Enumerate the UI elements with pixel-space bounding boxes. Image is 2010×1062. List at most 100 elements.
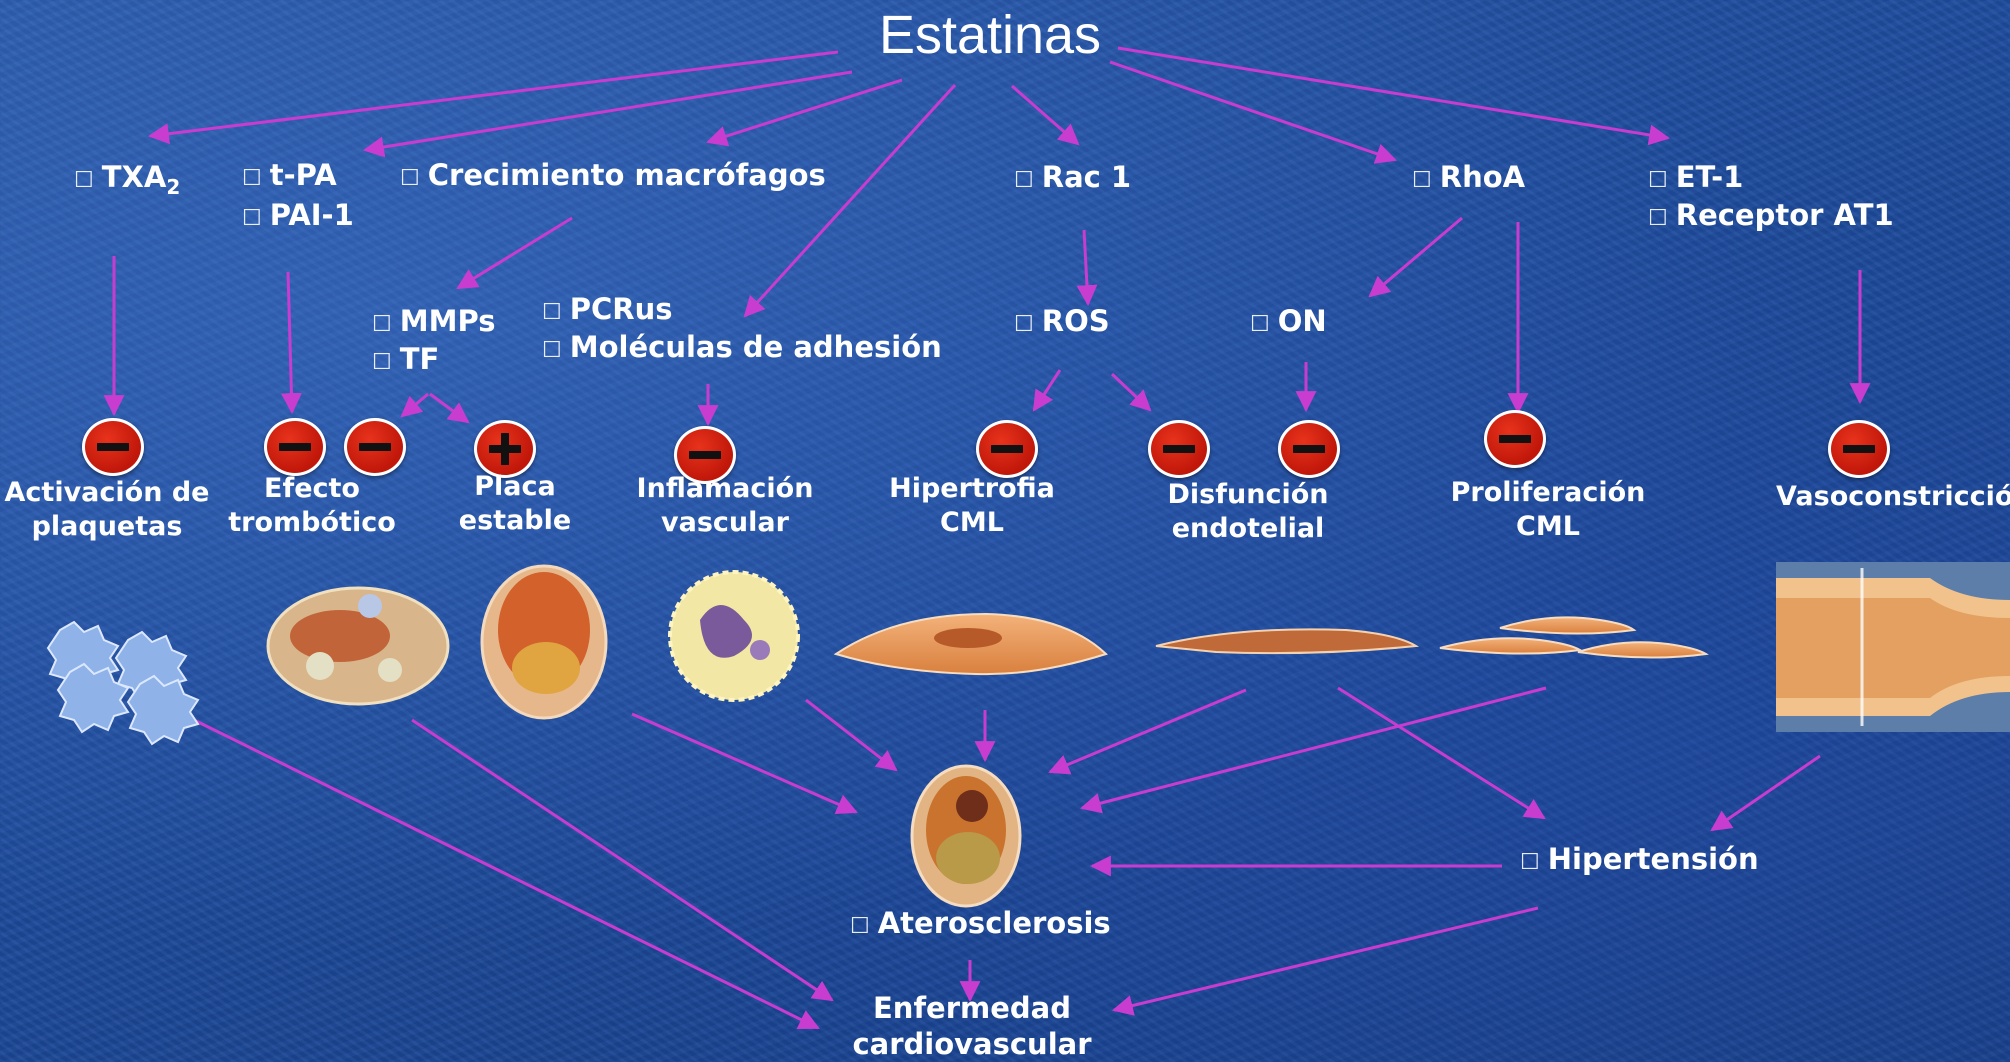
target-adhesion-label: Moléculas de adhesión (570, 330, 942, 364)
platelets-illustration (48, 622, 198, 744)
inhibit-sign (1278, 420, 1340, 478)
arrow (1034, 370, 1060, 410)
arrow (430, 394, 468, 422)
effect-inflamacion-line1: Inflamación (630, 472, 820, 506)
arrow (1370, 218, 1462, 296)
effect-disfuncion-line1: Disfunción (1148, 478, 1348, 512)
target-txa2-subscript: 2 (166, 175, 180, 199)
checkbox-glyph: ☐ (74, 168, 94, 193)
target-rac1-label: Rac 1 (1042, 160, 1131, 194)
arrow (1084, 230, 1088, 304)
target-txa2-label: TXA (102, 160, 167, 194)
inhibit-sign (1484, 410, 1546, 468)
target-et1: ☐ ET-1 (1648, 158, 1743, 200)
target-macrofagos: ☐ Crecimiento macrófagos (400, 156, 826, 198)
outcome-hipertension-label: Hipertensión (1548, 842, 1759, 876)
outcome-hipertension: ☐ Hipertensión (1520, 840, 1759, 882)
target-tf: ☐TF (372, 340, 439, 382)
arrow (1338, 688, 1544, 818)
target-mmps-label: MMPs (400, 304, 496, 338)
effect-trombotico-line1: Efecto (222, 472, 402, 506)
checkbox-glyph: ☐ (1648, 168, 1668, 193)
outcome-aterosclerosis: ☐ Aterosclerosis (850, 904, 1111, 946)
checkbox-glyph: ☐ (372, 312, 392, 337)
arrow (150, 52, 838, 136)
effect-hipertrofia-line1: Hipertrofia (872, 472, 1072, 506)
checkbox-glyph: ☐ (242, 206, 262, 231)
effect-plaquetas: Activación de plaquetas (4, 476, 210, 544)
checkbox-glyph: ☐ (1648, 206, 1668, 231)
inhibit-sign (1828, 420, 1890, 478)
target-on-label: ON (1278, 304, 1327, 338)
effect-hipertrofia: Hipertrofia CML (872, 472, 1072, 540)
effect-trombotico-line2: trombótico (222, 506, 402, 540)
vasoconstriction-vessel-illustration (1776, 562, 2010, 732)
arrow (1050, 690, 1246, 772)
effect-inflamacion: Inflamación vascular (630, 472, 820, 540)
arrow (288, 272, 292, 412)
arrow (1712, 756, 1820, 830)
arrow (458, 218, 572, 288)
arrow (365, 72, 852, 150)
diagram-title: Estatinas (850, 4, 1130, 66)
arrow (1112, 374, 1150, 410)
target-ros: ☐ ROS (1014, 302, 1110, 344)
target-pai1: ☐ PAI-1 (242, 196, 354, 238)
thrombus-illustration (268, 588, 448, 704)
effect-disfuncion-line2: endotelial (1148, 512, 1348, 546)
inhibit-sign (976, 420, 1038, 478)
checkbox-glyph: ☐ (850, 914, 870, 939)
checkbox-glyph: ☐ (400, 166, 420, 191)
arrow (402, 394, 428, 416)
target-et1-label: ET-1 (1676, 160, 1744, 194)
checkbox-glyph: ☐ (542, 338, 562, 363)
effect-placa-line1: Placa (440, 470, 590, 504)
target-pcrus: ☐PCRus (542, 290, 673, 332)
target-at1-label: Receptor AT1 (1676, 198, 1894, 232)
effect-plaquetas-line1: Activación de (4, 476, 210, 510)
arrow (1012, 86, 1078, 144)
effect-inflamacion-line2: vascular (630, 506, 820, 540)
target-on: ☐ ON (1250, 302, 1327, 344)
inhibit-sign (264, 418, 326, 476)
target-ros-label: ROS (1042, 304, 1110, 338)
effect-proliferacion: Proliferación CML (1440, 476, 1656, 544)
checkbox-glyph: ☐ (1014, 312, 1034, 337)
effect-proliferacion-line2: CML (1440, 510, 1656, 544)
arrow (1114, 908, 1538, 1010)
target-rhoa-label: RhoA (1440, 160, 1525, 194)
target-pai1-label: PAI-1 (270, 198, 354, 232)
target-adhesion: ☐ Moléculas de adhesión (542, 328, 942, 370)
effect-proliferacion-line1: Proliferación (1440, 476, 1656, 510)
checkbox-glyph: ☐ (1412, 168, 1432, 193)
target-rac1: ☐ Rac 1 (1014, 158, 1131, 200)
inhibit-sign (82, 418, 144, 476)
smooth-muscle-cell-illustration (836, 614, 1106, 674)
outcome-enfermedad: Enfermedad cardiovascular (850, 990, 1094, 1062)
effect-placa: Placa estable (440, 470, 590, 538)
checkbox-glyph: ☐ (1014, 168, 1034, 193)
effect-placa-line2: estable (440, 504, 590, 538)
effect-disfuncion: Disfunción endotelial (1148, 478, 1348, 546)
arrow (632, 714, 856, 812)
outcome-enfermedad-line1: Enfermedad (850, 990, 1094, 1026)
checkbox-glyph: ☐ (1250, 312, 1270, 337)
checkbox-glyph: ☐ (242, 166, 262, 191)
target-tf-label: TF (400, 342, 440, 376)
target-at1: ☐ Receptor AT1 (1648, 196, 1894, 238)
target-rhoa: ☐ RhoA (1412, 158, 1525, 200)
endothelial-cell-illustration (1156, 629, 1416, 653)
target-mmps: ☐ MMPs (372, 302, 495, 344)
arrow (1082, 688, 1546, 808)
effect-vasoconstriccion: Vasoconstricción (1776, 480, 2010, 514)
stable-plaque-illustration (482, 566, 606, 718)
arrow (1110, 62, 1395, 160)
effect-plaquetas-line2: plaquetas (4, 510, 210, 544)
checkbox-glyph: ☐ (1520, 850, 1540, 875)
arrow (806, 700, 896, 770)
macrophage-illustration (670, 572, 798, 700)
atherosclerosis-illustration (912, 766, 1020, 906)
target-tpa-label: t-PA (270, 158, 337, 192)
outcome-aterosclerosis-label: Aterosclerosis (878, 906, 1111, 940)
target-macrofagos-label: Crecimiento macrófagos (428, 158, 826, 192)
